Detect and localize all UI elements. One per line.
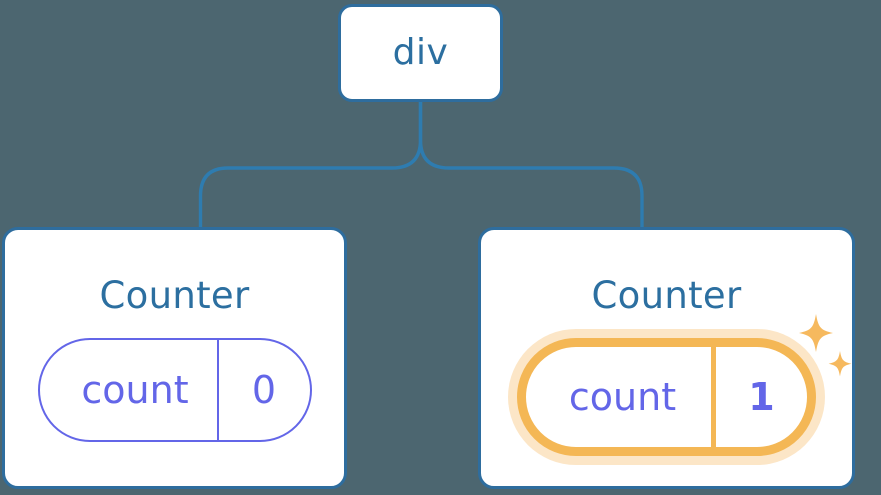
state-value: 1	[711, 347, 807, 447]
sparkle-small-icon	[828, 351, 852, 377]
node-counter-right[interactable]: Counter count 1	[478, 227, 855, 489]
state-value: 0	[216, 340, 310, 440]
root-label: div	[392, 32, 449, 73]
state-pill-wrapper-highlighted: count 1	[517, 314, 852, 456]
state-pill-highlighted[interactable]: count 1	[517, 338, 816, 456]
card-title: Counter	[99, 274, 250, 317]
state-key: count	[81, 368, 189, 412]
state-key: count	[568, 375, 677, 419]
card-title: Counter	[591, 274, 742, 317]
state-pill-wrapper: count 0	[37, 338, 312, 442]
state-pill[interactable]: count 0	[37, 338, 312, 442]
node-root-div[interactable]: div	[338, 4, 503, 102]
node-counter-left[interactable]: Counter count 0	[2, 227, 347, 489]
